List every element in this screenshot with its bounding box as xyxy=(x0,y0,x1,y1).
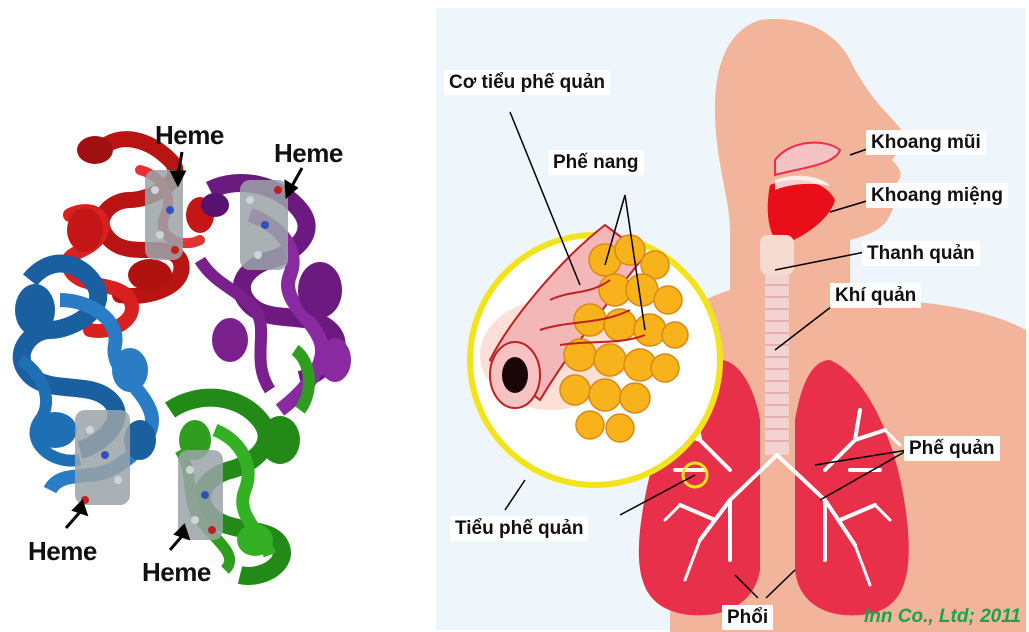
label-trachea: Khí quản xyxy=(830,283,921,308)
label-bronchiole: Tiểu phế quản xyxy=(450,516,588,541)
heme-label-bottom-center: Heme xyxy=(142,559,211,585)
respiratory-system-diagram: Cơ tiểu phế quản Phế nang Khoang mũi Kho… xyxy=(430,0,1029,632)
heme-label-top-right: Heme xyxy=(274,140,343,166)
trachea-shape xyxy=(760,235,794,455)
label-nasal-cavity: Khoang mũi xyxy=(866,130,986,155)
label-lungs: Phổi xyxy=(722,605,773,630)
heme-group-top-right xyxy=(240,180,288,270)
heme-label-bottom-left: Heme xyxy=(28,538,97,564)
label-bronchi: Phế quản xyxy=(904,436,1000,461)
label-alveoli: Phế nang xyxy=(548,150,644,175)
label-oral-cavity: Khoang miệng xyxy=(866,183,1008,208)
copyright-credit: Inn Co., Ltd; 2011 xyxy=(864,606,1021,628)
heme-group-bottom-left xyxy=(75,410,130,505)
label-larynx: Thanh quản xyxy=(862,241,980,266)
hemoglobin-diagram: Heme Heme Heme Heme xyxy=(0,0,430,632)
heme-label-top-left: Heme xyxy=(155,122,224,148)
label-smooth-muscle: Cơ tiểu phế quản xyxy=(444,70,610,95)
